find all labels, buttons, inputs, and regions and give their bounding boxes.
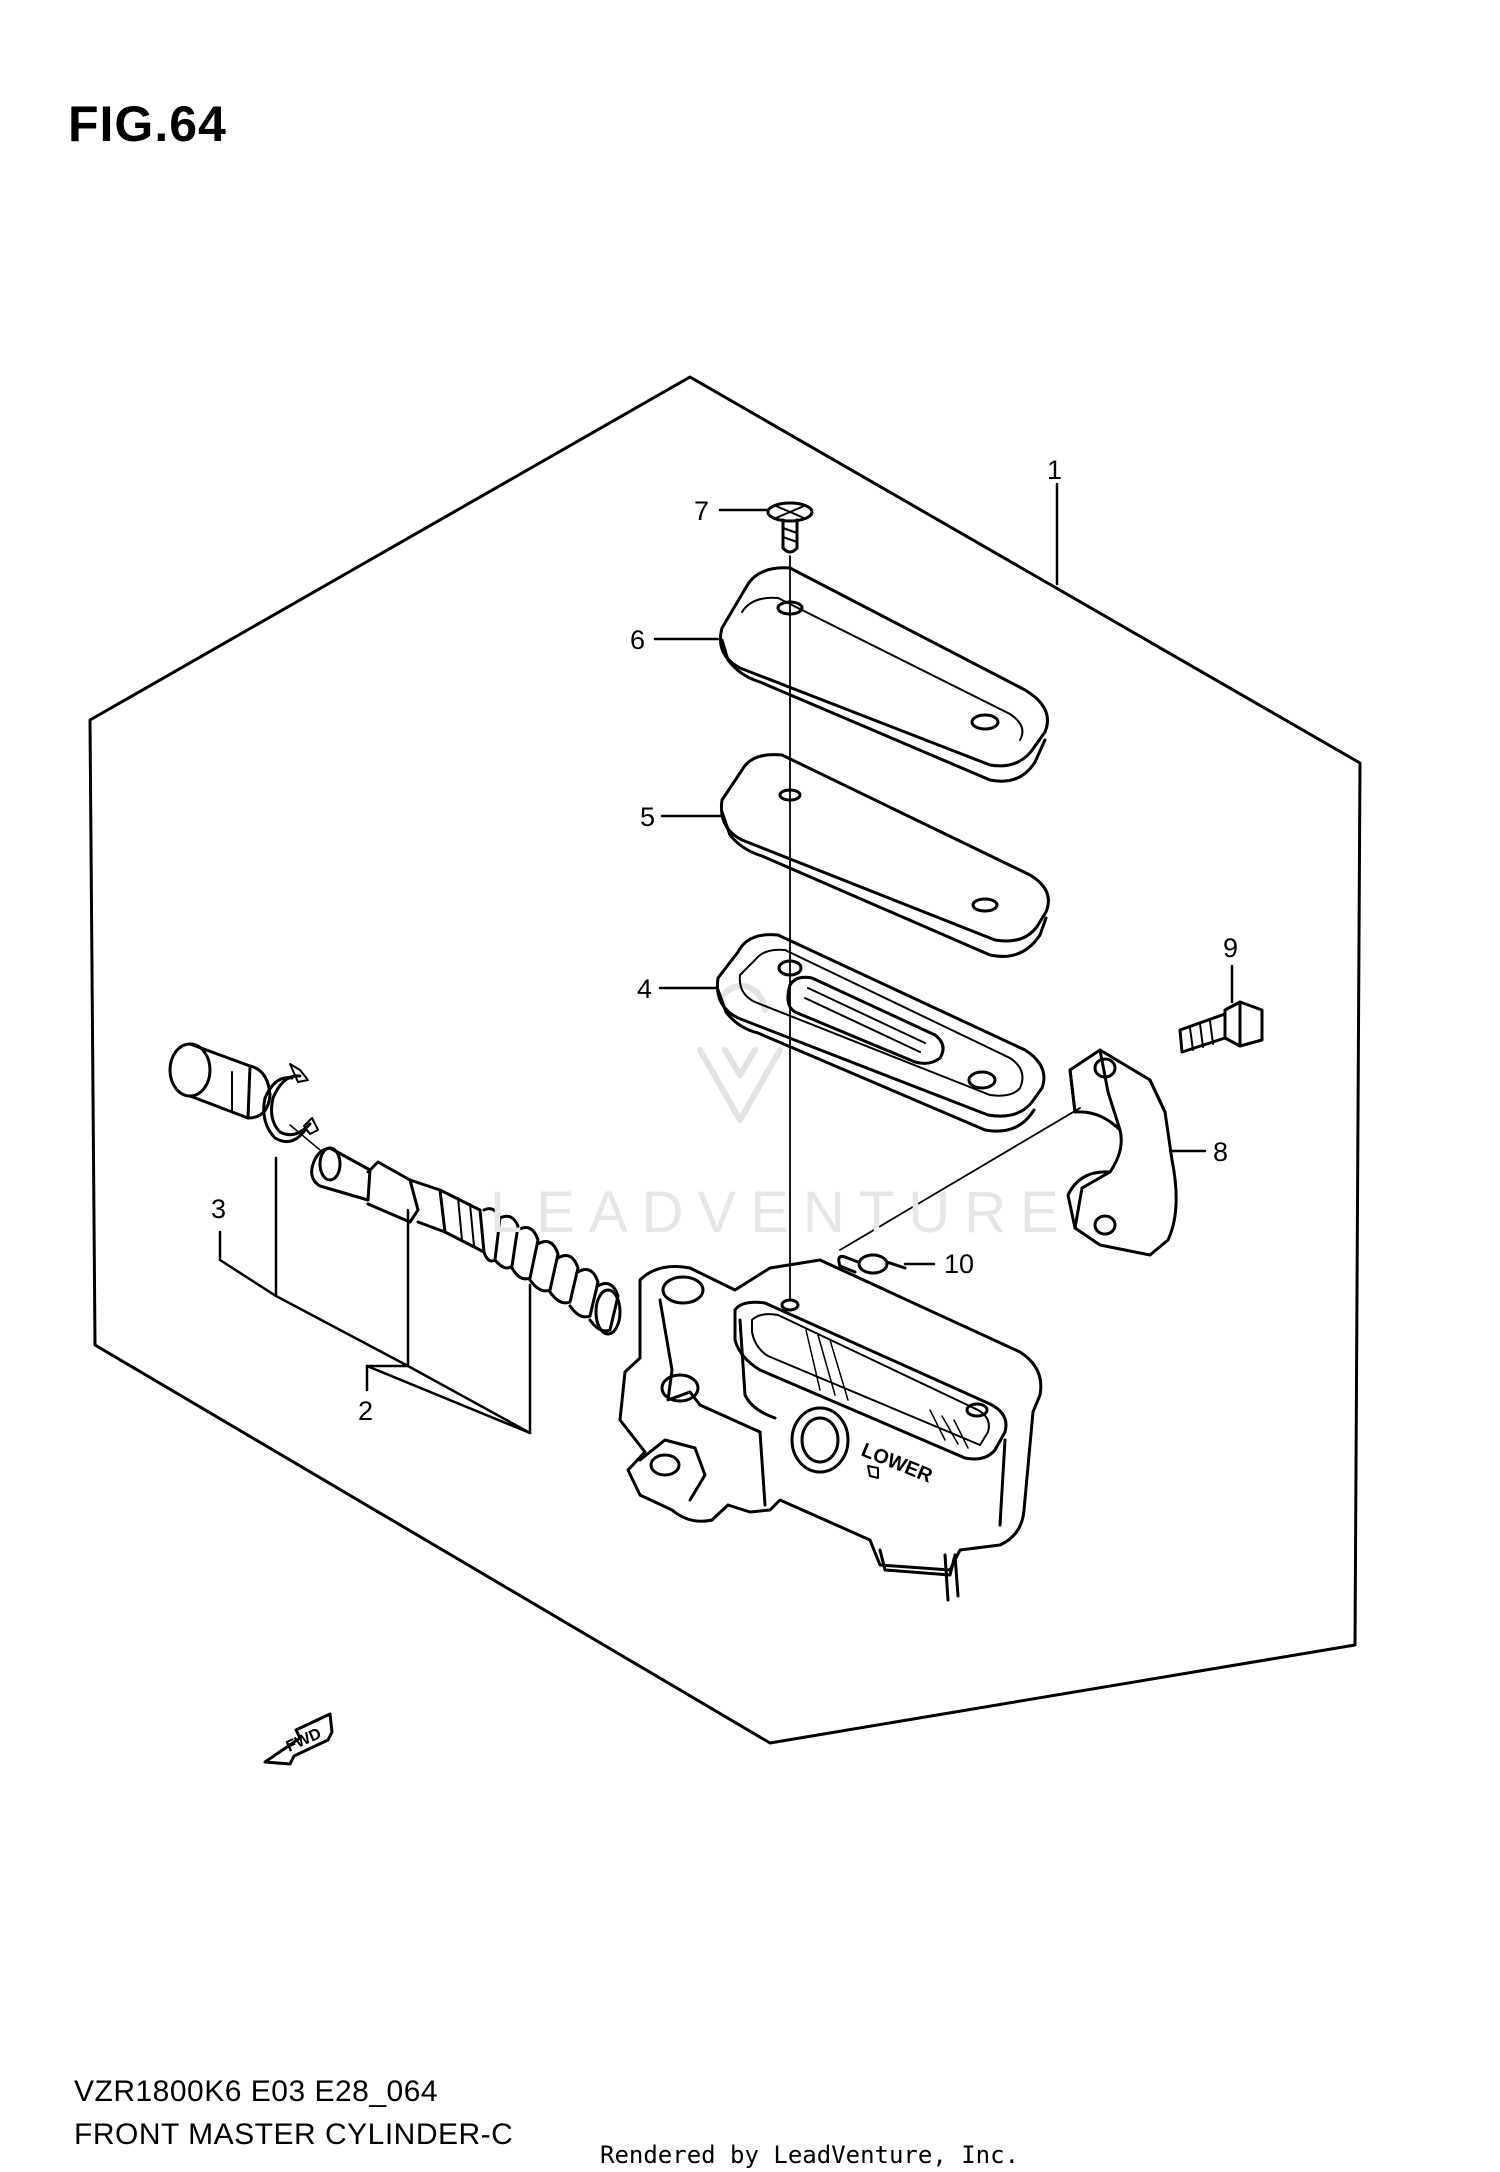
callout-7: 7 [694,496,709,526]
piston-axis [289,1124,321,1151]
part-9-bolt [1178,1000,1264,1054]
rendered-by-credit: Rendered by LeadVenture, Inc. [600,2141,1020,2169]
watermark-text: LEADVENTURE [490,1180,1073,1245]
callout-9: 9 [1223,933,1238,963]
part-1-master-cylinder-body [618,1258,1043,1602]
leader-3 [218,1156,278,1298]
callout-1: 1 [1047,455,1062,485]
circlip [262,1063,319,1144]
callout-10: 10 [944,1249,974,1279]
clamp-axis [839,1107,1081,1251]
part-10-clip [837,1253,907,1275]
diagram-name: FRONT MASTER CYLINDER-C [74,2118,514,2151]
callout-3: 3 [211,1194,226,1224]
watermark-logo [697,983,783,1123]
part-3-boot [168,1042,272,1120]
callout-5: 5 [640,802,655,832]
callout-6: 6 [630,625,645,655]
callout-8: 8 [1213,1137,1228,1167]
assembly-axis-left [365,1364,532,1435]
leader-lines [218,482,1234,1435]
figure-title: FIG.64 [68,96,227,152]
part-4-diaphragm [715,933,1046,1133]
callout-2: 2 [358,1396,373,1426]
assembly-outline [88,375,1362,1745]
part-5-diaphragm-plate [719,753,1050,958]
callout-4: 4 [637,974,652,1004]
model-code: VZR1800K6 E03 E28_064 [74,2075,439,2108]
callout-numbers: 1 7 6 5 4 9 8 10 3 2 [211,455,1238,1426]
part-7-screw [766,501,814,554]
part-6-reservoir-cap [719,566,1049,783]
lower-embossing: LOWER [858,1439,936,1487]
fwd-direction-arrow [263,1712,334,1766]
part-8-clamp [1066,1048,1178,1257]
part-2-piston-spring [310,1146,622,1336]
